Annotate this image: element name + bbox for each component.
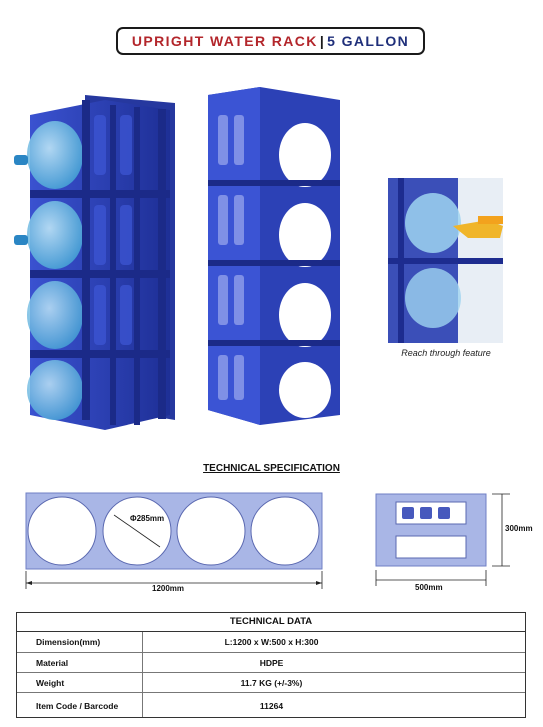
reach-through-photo xyxy=(388,178,503,343)
inset-caption: Reach through feature xyxy=(401,348,491,358)
table-column-divider xyxy=(142,632,143,717)
title-capacity: 5 GALLON xyxy=(327,33,410,49)
row-value: HDPE xyxy=(259,658,284,668)
front-width-label: 1200mm xyxy=(152,584,185,593)
row-value: 11.7 KG (+/-3%) xyxy=(240,678,303,688)
table-heading: TECHNICAL DATA xyxy=(229,616,313,627)
spec-heading: TECHNICAL SPECIFICATION xyxy=(203,463,340,474)
rack-with-bottles-image xyxy=(10,85,190,435)
page-title: UPRIGHT WATER RACK | 5 GALLON xyxy=(116,27,425,55)
table-row: Material HDPE xyxy=(17,652,525,673)
technical-data-table: TECHNICAL DATA Dimension(mm) L:1200 x W:… xyxy=(16,612,526,718)
side-view-drawing xyxy=(372,490,527,590)
diameter-label: Φ285mm xyxy=(130,514,165,523)
row-label: Material xyxy=(36,658,69,668)
row-value: 11264 xyxy=(259,701,284,711)
table-row: Weight 11.7 KG (+/-3%) xyxy=(17,672,525,693)
front-view-drawing xyxy=(14,485,334,595)
row-label: Weight xyxy=(36,678,65,688)
side-width-label: 500mm xyxy=(415,583,443,592)
empty-rack-image xyxy=(200,85,350,430)
table-row: Item Code / Barcode 11264 xyxy=(17,692,525,718)
row-label: Dimension(mm) xyxy=(36,637,101,647)
row-value: L:1200 x W:500 x H:300 xyxy=(224,637,319,647)
side-height-label: 300mm xyxy=(505,524,533,533)
title-main: UPRIGHT WATER RACK xyxy=(131,33,318,49)
table-divider xyxy=(17,631,525,632)
title-separator: | xyxy=(319,33,326,49)
table-row: Dimension(mm) L:1200 x W:500 x H:300 xyxy=(17,632,525,652)
row-label: Item Code / Barcode xyxy=(36,701,119,711)
